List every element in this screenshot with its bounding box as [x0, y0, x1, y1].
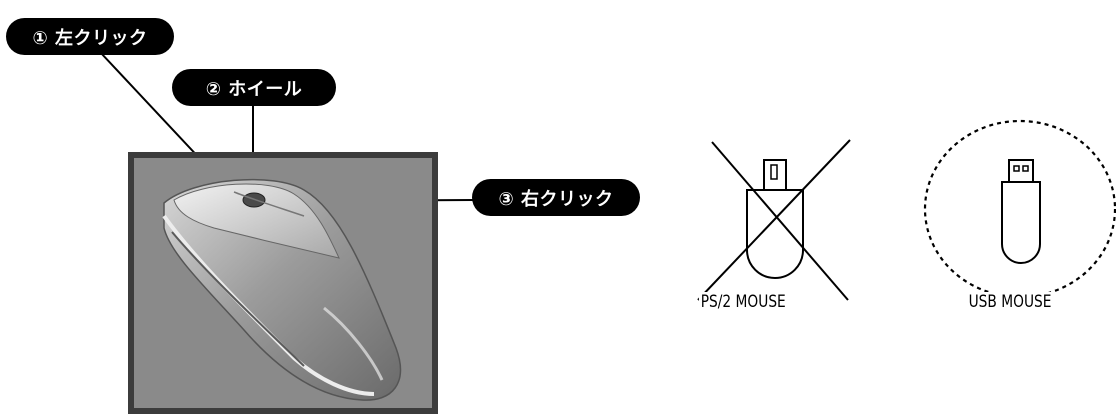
usb-mouse-label: USB MOUSE	[966, 292, 1054, 312]
ps2-mouse-label: PS/2 MOUSE	[698, 292, 788, 312]
mouse-image-frame	[128, 152, 438, 414]
cross-line-1	[711, 141, 849, 301]
mouse-illustration	[162, 178, 402, 401]
usb-plug-icon	[923, 119, 1116, 298]
cross-line-2	[697, 139, 851, 301]
right-click-label: ③ 右クリック	[472, 179, 640, 216]
left-click-label: ① 左クリック	[6, 18, 174, 55]
wheel-label: ② ホイール	[172, 69, 336, 106]
dashed-circle	[923, 119, 1116, 298]
ps2-plug-icon	[697, 139, 851, 301]
